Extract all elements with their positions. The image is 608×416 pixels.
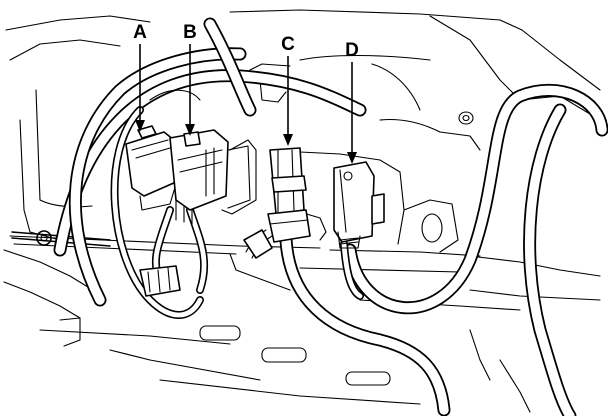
callout-label-c: C (281, 34, 295, 55)
background-structure (3, 9, 601, 413)
callout-label-d: D (345, 40, 359, 61)
hoses (53, 17, 608, 416)
connector-d (333, 161, 385, 249)
callout-label-a: A (133, 22, 147, 43)
callout-arrowhead-b (185, 124, 195, 136)
callout-arrowhead-c (283, 134, 293, 146)
bracket (139, 265, 181, 297)
callout-labels: A B C D (133, 22, 359, 61)
callout-arrows (135, 44, 357, 164)
callout-arrowhead-a (135, 120, 145, 132)
callout-label-b: B (183, 22, 197, 43)
callout-arrowhead-d (347, 152, 357, 164)
connector-c (243, 147, 311, 259)
connector-a (125, 125, 177, 211)
connector-b (169, 129, 251, 211)
